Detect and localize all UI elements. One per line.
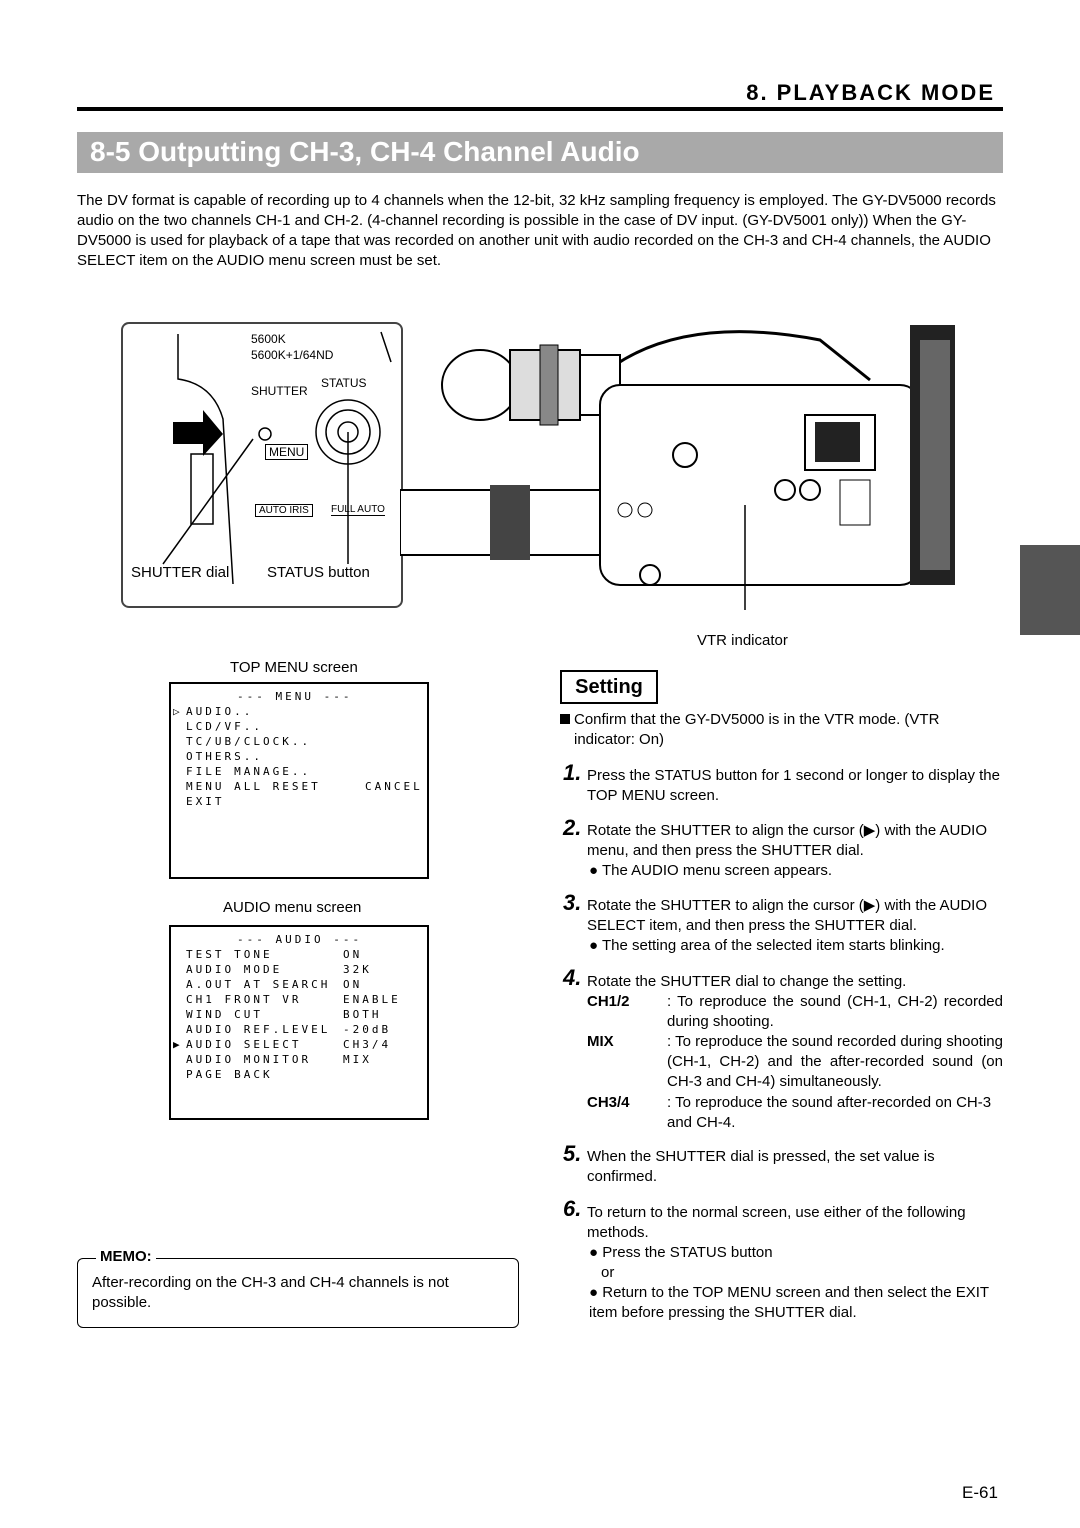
square-bullet-icon (560, 714, 570, 724)
step-text: Rotate the SHUTTER to align the cursor (… (587, 897, 988, 934)
option-desc: : To reproduce the sound (CH-1, CH-2) re… (667, 993, 1003, 1030)
menu-row-value: MIX (343, 1053, 372, 1066)
step-bullet: ● The AUDIO menu screen appears. (589, 862, 833, 879)
step-text: Rotate the SHUTTER to align the cursor (… (587, 822, 988, 859)
menu-row-value: CH3/4 (343, 1038, 392, 1051)
intro-paragraph: The DV format is capable of recording up… (77, 192, 996, 269)
step-bullet: ● The setting area of the selected item … (589, 937, 945, 954)
menu-row-value: CANCEL (365, 780, 423, 793)
page-number: E-61 (962, 1483, 998, 1502)
step-text: Rotate the SHUTTER dial to change the se… (587, 973, 907, 990)
step-number: 6. (563, 1196, 582, 1221)
menu-row: LCD/VF.. (186, 720, 263, 733)
method-bullet: ● Press the STATUS button (589, 1244, 773, 1261)
audio-menu-cursor: ▶ (173, 1038, 183, 1051)
chapter-title: 8. PLAYBACK MODE (746, 80, 995, 105)
audio-menu-title: --- AUDIO --- (237, 933, 363, 946)
camera-illustration (400, 325, 955, 610)
menu-row-value: BOTH (343, 1008, 382, 1021)
top-menu-cursor: ▷ (173, 705, 183, 718)
menu-row: MENU ALL RESET (186, 780, 321, 793)
menu-row: EXIT (186, 795, 225, 808)
menu-row: AUDIO MODE (186, 963, 283, 976)
prereq-text: Confirm that the GY-DV5000 is in the VTR… (574, 711, 940, 748)
menu-row-value: -20dB (343, 1023, 392, 1036)
menu-row: AUDIO.. (186, 705, 254, 718)
menu-row: A.OUT AT SEARCH (186, 978, 331, 991)
status-button-caption: STATUS button (267, 564, 370, 581)
step-number: 2. (563, 815, 582, 840)
vtr-indicator-caption: VTR indicator (697, 632, 788, 649)
step-number: 3. (563, 890, 582, 915)
method-bullet: ● Return to the TOP MENU screen and then… (589, 1284, 989, 1321)
memo-text: After-recording on the CH-3 and CH-4 cha… (92, 1274, 449, 1311)
menu-label: MENU (265, 444, 309, 460)
method-or: or (601, 1264, 615, 1281)
bullet-text: The setting area of the selected item st… (601, 937, 945, 954)
step-text: Press the STATUS button for 1 second or … (587, 767, 1000, 804)
audio-menu-caption: AUDIO menu screen (223, 899, 362, 916)
chapter-thumb-tab (1020, 545, 1080, 635)
menu-row-value: ON (343, 978, 363, 991)
step-number: 4. (563, 965, 582, 990)
method-text: Return to the TOP MENU screen and then s… (589, 1284, 989, 1321)
menu-row: PAGE BACK (186, 1068, 273, 1081)
menu-row: AUDIO SELECT (186, 1038, 302, 1051)
status-label: STATUS (321, 376, 367, 390)
menu-row: OTHERS.. (186, 750, 263, 763)
audio-menu-screen: --- AUDIO --- TEST TONE ON AUDIO MODE 32… (169, 925, 429, 1120)
auto-iris-label: AUTO IRIS (255, 504, 313, 517)
shutter-label: SHUTTER (251, 384, 308, 398)
step-number: 1. (563, 760, 582, 785)
menu-row: AUDIO MONITOR (186, 1053, 312, 1066)
section-bar (77, 132, 1003, 173)
step-text: To return to the normal screen, use eith… (587, 1204, 966, 1241)
menu-row: AUDIO REF.LEVEL (186, 1023, 331, 1036)
top-menu-caption: TOP MENU screen (230, 659, 358, 676)
top-menu-title: --- MENU --- (237, 690, 353, 703)
inset-drawing (162, 331, 392, 585)
top-menu-screen: --- MENU --- ▷ AUDIO.. LCD/VF.. TC/UB/CL… (169, 682, 429, 879)
method-text: Press the STATUS button (602, 1244, 773, 1261)
shutter-dial-caption: SHUTTER dial (131, 564, 230, 581)
option-key: CH3/4 (587, 1094, 630, 1111)
memo-label: MEMO: (96, 1248, 156, 1265)
setting-title: Setting (560, 670, 658, 704)
full-auto-label: FULL AUTO (331, 504, 385, 516)
step-number: 5. (563, 1141, 582, 1166)
menu-row: TC/UB/CLOCK.. (186, 735, 312, 748)
menu-row: WIND CUT (186, 1008, 263, 1021)
option-desc: : To reproduce the sound after-recorded … (667, 1094, 992, 1131)
menu-row-value: ON (343, 948, 363, 961)
memo-box: MEMO: After-recording on the CH-3 and CH… (77, 1248, 519, 1328)
section-title: 8-5 Outputting CH-3, CH-4 Channel Audio (90, 136, 640, 167)
shutter-inset: 5600K 5600K+1/64ND SHUTTER STATUS MENU A… (121, 322, 403, 608)
menu-row: FILE MANAGE.. (186, 765, 312, 778)
filter-4-label: 5600K+1/64ND (251, 348, 334, 362)
option-key: MIX (587, 1033, 614, 1050)
step-text: When the SHUTTER dial is pressed, the se… (587, 1148, 935, 1185)
chapter-rule (77, 107, 1003, 111)
menu-row: CH1 FRONT VR (186, 993, 302, 1006)
menu-row: TEST TONE (186, 948, 273, 961)
menu-row-value: 32K (343, 963, 372, 976)
option-desc: : To reproduce the sound recorded during… (667, 1033, 1003, 1090)
filter-3-label: 5600K (251, 332, 286, 346)
menu-row-value: ENABLE (343, 993, 401, 1006)
option-key: CH1/2 (587, 993, 630, 1010)
bullet-text: The AUDIO menu screen appears. (601, 862, 833, 879)
